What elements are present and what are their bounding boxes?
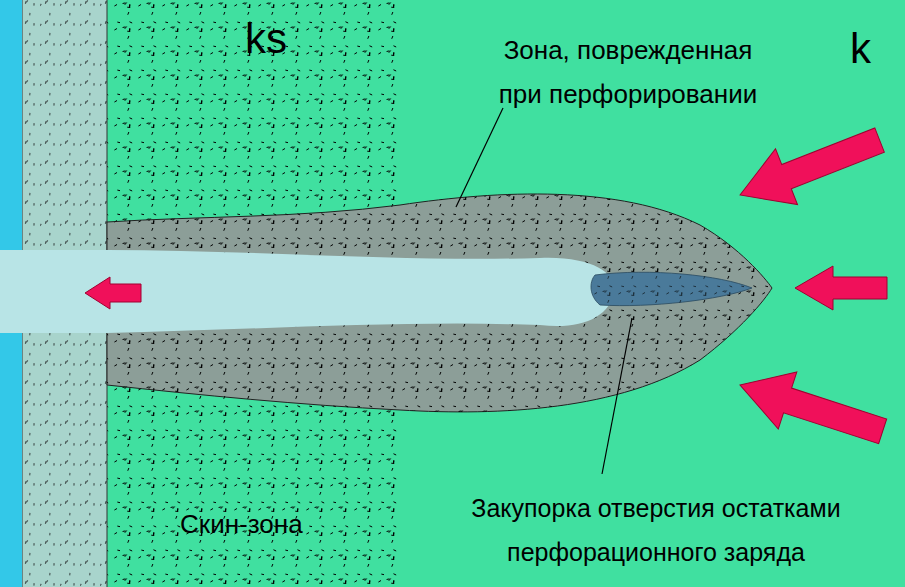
- zone-callout: Зона, поврежденная при перфорировании: [478, 28, 778, 116]
- permeability-label: k: [850, 26, 871, 72]
- charge-debris-plug: [591, 272, 752, 305]
- perforation-tunnel: [0, 250, 615, 333]
- zone-label: Скин-зона: [180, 510, 303, 539]
- permeability-label: ks: [245, 16, 287, 62]
- leader-lines: [456, 108, 632, 474]
- plug-callout: Закупорка отверстия остатками перфорацио…: [412, 486, 900, 574]
- flow-arrows: [85, 112, 892, 460]
